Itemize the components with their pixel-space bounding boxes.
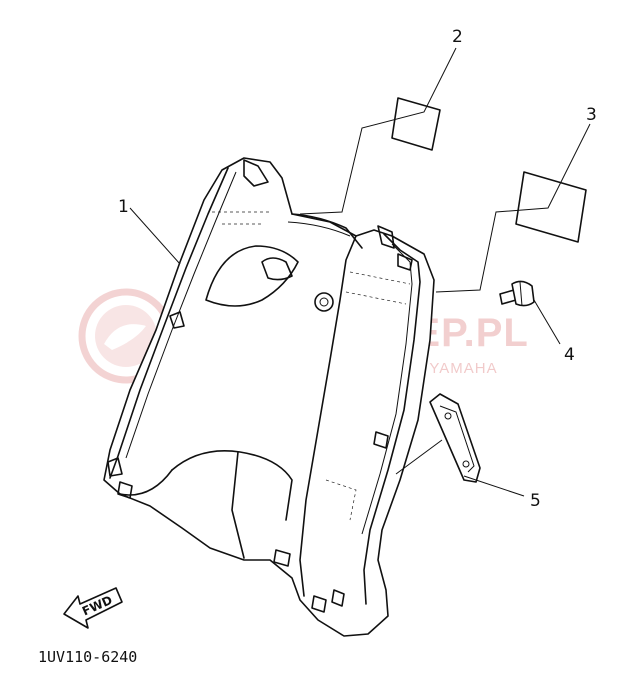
small-label-2 xyxy=(391,97,441,151)
screw-4 xyxy=(499,280,535,307)
leader-lines xyxy=(129,47,591,497)
callout-1: 1 xyxy=(118,197,129,217)
large-label-3 xyxy=(515,171,587,243)
callout-3: 3 xyxy=(586,105,597,125)
callout-2: 2 xyxy=(452,27,463,47)
callout-5: 5 xyxy=(530,491,541,511)
fwd-arrow-icon: FWD xyxy=(63,587,123,629)
drawing-code: 1UV110-6240 xyxy=(38,648,137,666)
bracket-plate-5 xyxy=(429,393,481,483)
leg-shield-panel xyxy=(103,157,435,637)
callout-4: 4 xyxy=(564,345,575,365)
